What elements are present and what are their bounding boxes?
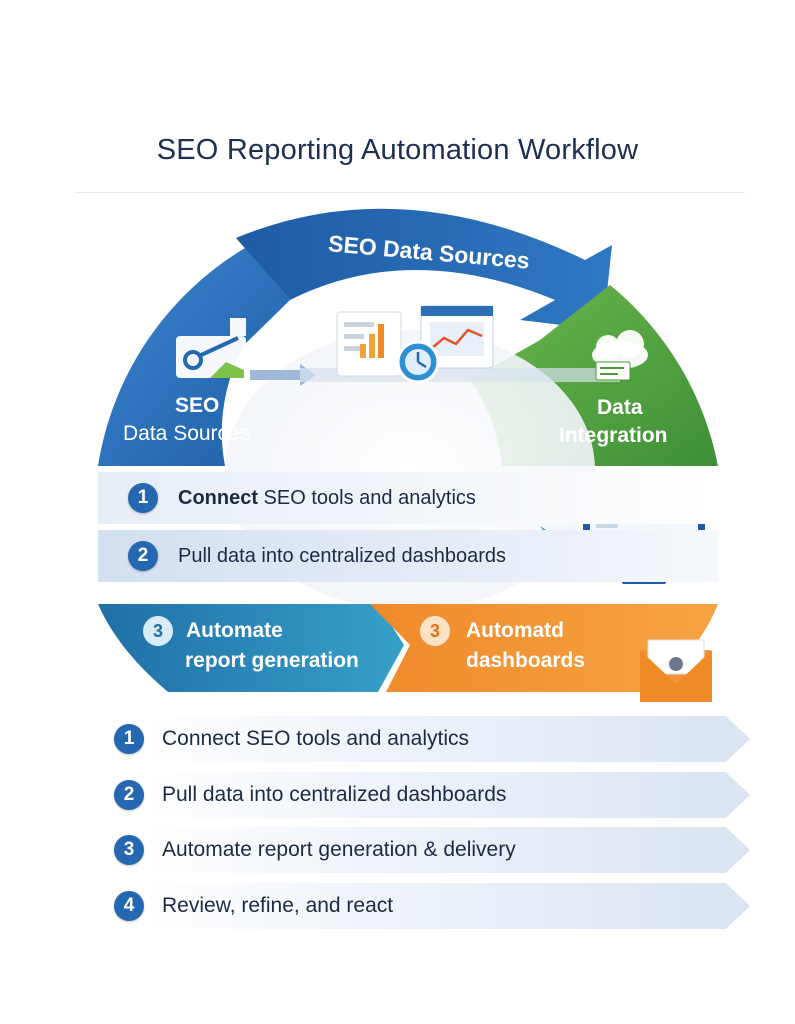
- step-row-2: 2 Pull data into centralized dashboards: [114, 772, 750, 818]
- step-number-badge: 2: [128, 541, 158, 571]
- step-row-3: 3 Automate report generation & delivery: [114, 827, 750, 873]
- segment-number-badge: 3: [143, 616, 173, 646]
- dashboard-window-icon: [420, 305, 494, 369]
- band-pull-data: 2 Pull data into centralized dashboards: [98, 530, 718, 582]
- segment-automated-dashboards: [370, 604, 718, 692]
- step-text: Review, refine, and react: [162, 894, 394, 917]
- step-row-4: 4 Review, refine, and react: [114, 883, 750, 929]
- band-text: Connect SEO tools and analytics: [178, 487, 476, 510]
- analytics-chart-icon: [176, 318, 246, 378]
- arc-right-label-line2: Integration: [559, 424, 668, 447]
- step-arrow-background: [144, 827, 750, 873]
- step-text: Automate report generation & delivery: [162, 838, 516, 861]
- step-number-badge: 2: [114, 780, 144, 810]
- band-text: Pull data into centralized dashboards: [178, 544, 506, 567]
- arc-segment-top: [236, 208, 612, 330]
- arc-right-label-line1: Data: [597, 396, 643, 419]
- step-number-badge: 1: [114, 724, 144, 754]
- step-number-badge: 1: [128, 483, 158, 513]
- segment-label-line2: report generation: [185, 649, 359, 672]
- cloud-integration-icon: [592, 330, 648, 381]
- step-text: Connect SEO tools and analytics: [162, 727, 470, 750]
- page-title: SEO Reporting Automation Workflow: [156, 134, 639, 166]
- arc-left-label-line2: Data Sources: [123, 422, 251, 445]
- segment-label-line1: Automatd: [466, 619, 564, 642]
- segment-label-line1: Automate: [186, 619, 283, 642]
- clock-icon: [396, 340, 440, 384]
- segment-label-line2: dashboards: [466, 649, 586, 672]
- step-number-badge: 4: [114, 891, 144, 921]
- step-arrow-background: [144, 772, 750, 818]
- title-divider: [75, 192, 745, 193]
- step-arrow-background: [144, 883, 750, 929]
- band-connect: 1 Connect SEO tools and analytics: [98, 472, 718, 524]
- bar-chart-icon: [336, 311, 402, 377]
- step-text: Pull data into centralized dashboards: [162, 783, 507, 806]
- segment-automate-report: [98, 604, 404, 692]
- email-envelope-icon: [640, 639, 712, 702]
- step-arrow-background: [144, 716, 750, 762]
- arc-left-label-line1: SEO: [175, 394, 220, 417]
- segment-number-badge: 3: [420, 616, 450, 646]
- step-row-1: 1 Connect SEO tools and analytics: [114, 716, 750, 762]
- band-rest-text: SEO tools and analytics: [258, 486, 476, 509]
- step-number-badge: 3: [114, 835, 144, 865]
- band-bold-text: Connect: [178, 486, 258, 509]
